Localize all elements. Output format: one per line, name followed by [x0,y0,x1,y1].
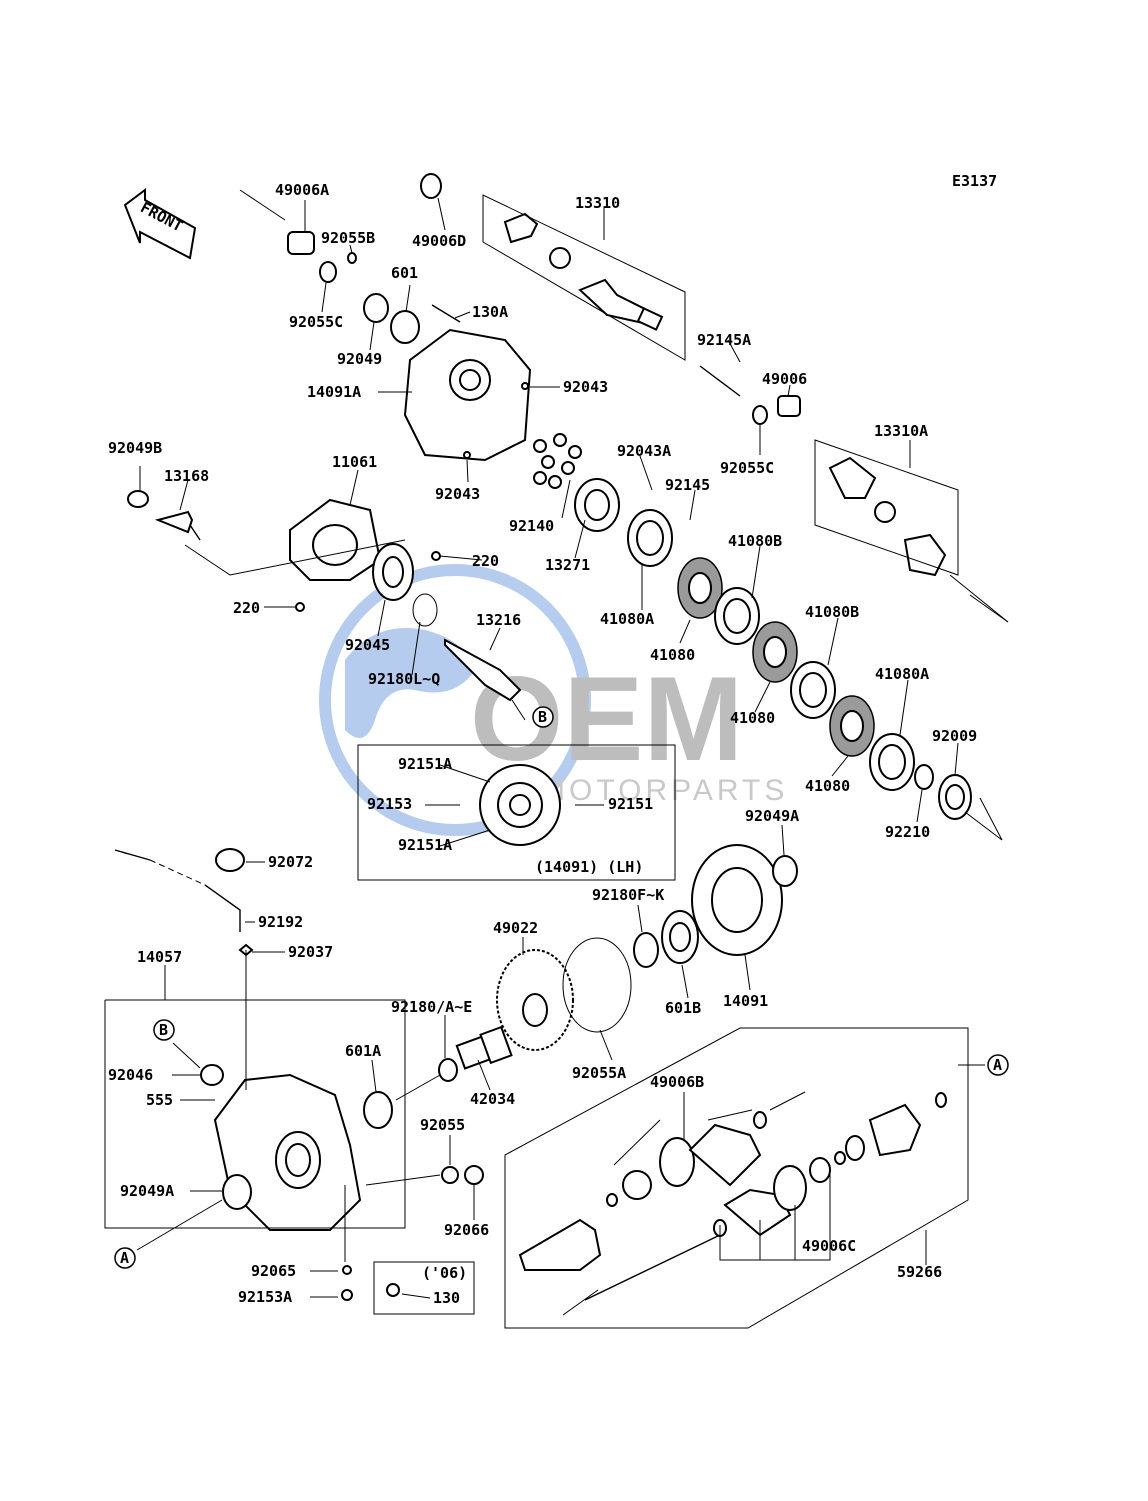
part-label: 49006A [275,181,329,199]
part-label: 220 [472,552,499,570]
svg-text:B: B [538,708,547,726]
inset-note: (14091) (LH) [535,858,643,876]
part-label: 601A [345,1042,381,1060]
part-label: 92192 [258,913,303,931]
part-label: 92049A [120,1182,174,1200]
part-label: 41080 [730,709,775,727]
part-label: 13310A [874,422,928,440]
callout-b-top: B [532,706,554,728]
part-label: 59266 [897,1263,942,1281]
part-label: 11061 [332,453,377,471]
part-label: 41080B [728,532,782,550]
part-label: 92151A [398,836,452,854]
part-label: 13271 [545,556,590,574]
part-label: 92037 [288,943,333,961]
part-label: 41080 [650,646,695,664]
part-label: 92055C [289,313,343,331]
svg-text:B: B [159,1021,168,1039]
part-label: 92153 [367,795,412,813]
watermark: OEM MOTORPARTS [319,564,788,836]
part-label: 41080A [600,610,654,628]
part-label: 92055A [572,1064,626,1082]
diagram-code: E3137 [952,172,997,190]
part-label: 13168 [164,467,209,485]
leader-lines [136,197,985,1299]
part-label: 92049B [108,439,162,457]
part-label: 92055B [321,229,375,247]
part-label: 92153A [238,1288,292,1306]
part-label: 49006B [650,1073,704,1091]
part-label: 42034 [470,1090,515,1108]
part-label: 92009 [932,727,977,745]
part-label: 92043 [435,485,480,503]
part-label: 41080B [805,603,859,621]
part-label: 92180/A~E [391,998,472,1016]
part-label: 92055 [420,1116,465,1134]
inset-year: ('06) [422,1264,467,1282]
part-label: 49006D [412,232,466,250]
part-label: 92043 [563,378,608,396]
part-label: 14091 [723,992,768,1010]
part-shapes [114,173,972,1301]
part-label: 555 [146,1091,173,1109]
callout-a-right: A [987,1054,1009,1076]
part-label: 41080 [805,777,850,795]
part-label: 130A [472,303,508,321]
part-label: 92151 [608,795,653,813]
part-label: 92066 [444,1221,489,1239]
part-label: 92045 [345,636,390,654]
watermark-brand: OEM [470,652,743,786]
part-label: 92043A [617,442,671,460]
part-label: 92210 [885,823,930,841]
part-label: 49022 [493,919,538,937]
part-label: 92072 [268,853,313,871]
part-label: 92049A [745,807,799,825]
svg-text:A: A [993,1056,1002,1074]
part-label: 92180L~Q [368,670,440,688]
part-labels: 49006A 92055B 92055C 601 92049 130A 1409… [108,181,977,1307]
part-label: 14057 [137,948,182,966]
part-label: 49006C [802,1237,856,1255]
part-label: 130 [433,1289,460,1307]
part-label: 92140 [509,517,554,535]
part-label: 92145A [697,331,751,349]
part-label: 92049 [337,350,382,368]
watermark-sub: MOTORPARTS [540,774,788,807]
part-label: 92046 [108,1066,153,1084]
part-label: 92151A [398,755,452,773]
callout-b-bottom: B [153,1019,175,1041]
part-label: 13310 [575,194,620,212]
part-label: 92055C [720,459,774,477]
part-label: 13216 [476,611,521,629]
frame-lines [104,189,1009,1329]
part-label: 92065 [251,1262,296,1280]
part-label: 601B [665,999,701,1017]
part-label: 41080A [875,665,929,683]
callout-a-left: A [114,1247,136,1269]
part-label: 601 [391,264,418,282]
part-label: 49006 [762,370,807,388]
part-label: 92180F~K [592,886,664,904]
part-label: 92145 [665,476,710,494]
svg-text:A: A [120,1249,129,1267]
part-label: 14091A [307,383,361,401]
front-arrow-icon: FRONT [123,188,197,260]
part-label: 220 [233,599,260,617]
